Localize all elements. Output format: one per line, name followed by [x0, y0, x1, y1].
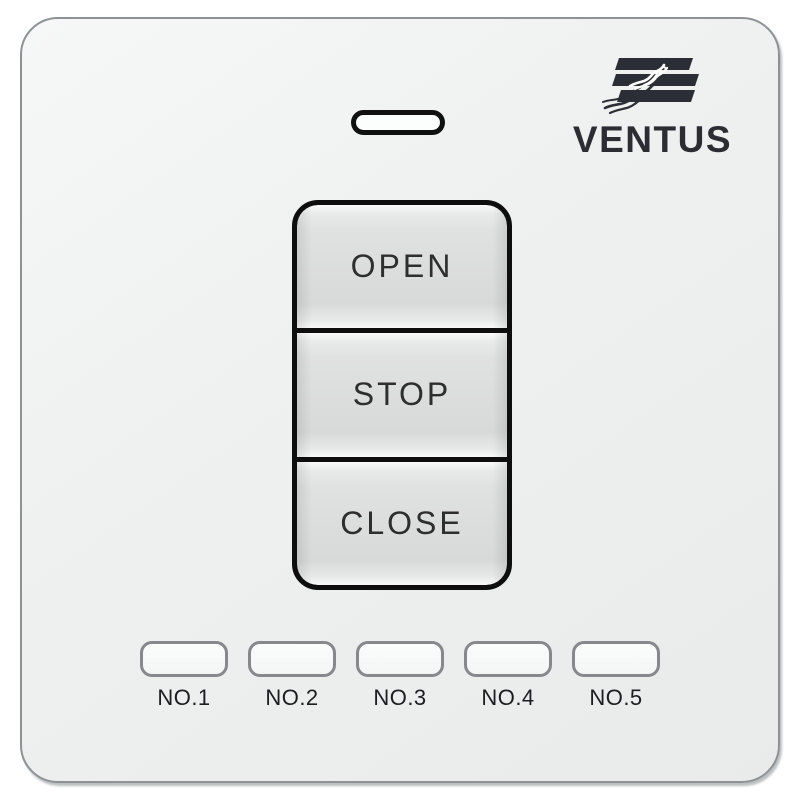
stop-button[interactable]: STOP: [297, 333, 507, 457]
brand-logo: VENTUS: [573, 55, 732, 158]
brand-name: VENTUS: [572, 119, 732, 160]
channel-row: NO.1 NO.2 NO.3 NO.4 NO.5: [140, 641, 660, 709]
channel-label-2: NO.2: [265, 685, 319, 710]
channel-5: NO.5: [572, 641, 660, 709]
channel-label-4: NO.4: [481, 685, 535, 710]
channel-label-3: NO.3: [373, 685, 427, 710]
channel-button-3[interactable]: [356, 641, 444, 677]
channel-button-1[interactable]: [140, 641, 228, 677]
channel-button-4[interactable]: [464, 641, 552, 677]
close-button[interactable]: CLOSE: [297, 461, 507, 585]
channel-label-1: NO.1: [157, 685, 211, 710]
channel-1: NO.1: [140, 641, 228, 709]
main-button-group: OPEN STOP CLOSE: [292, 200, 512, 590]
open-button[interactable]: OPEN: [297, 205, 507, 329]
ventus-blinds-icon: [602, 58, 700, 115]
channel-2: NO.2: [248, 641, 336, 709]
channel-3: NO.3: [356, 641, 444, 709]
channel-button-5[interactable]: [572, 641, 660, 677]
channel-button-2[interactable]: [248, 641, 336, 677]
wall-switch-faceplate: VENTUS OPEN STOP CLOSE NO.1 NO.2 NO.3 NO…: [20, 17, 780, 783]
status-window-pill: [351, 110, 445, 135]
channel-label-5: NO.5: [589, 685, 643, 710]
channel-4: NO.4: [464, 641, 552, 709]
